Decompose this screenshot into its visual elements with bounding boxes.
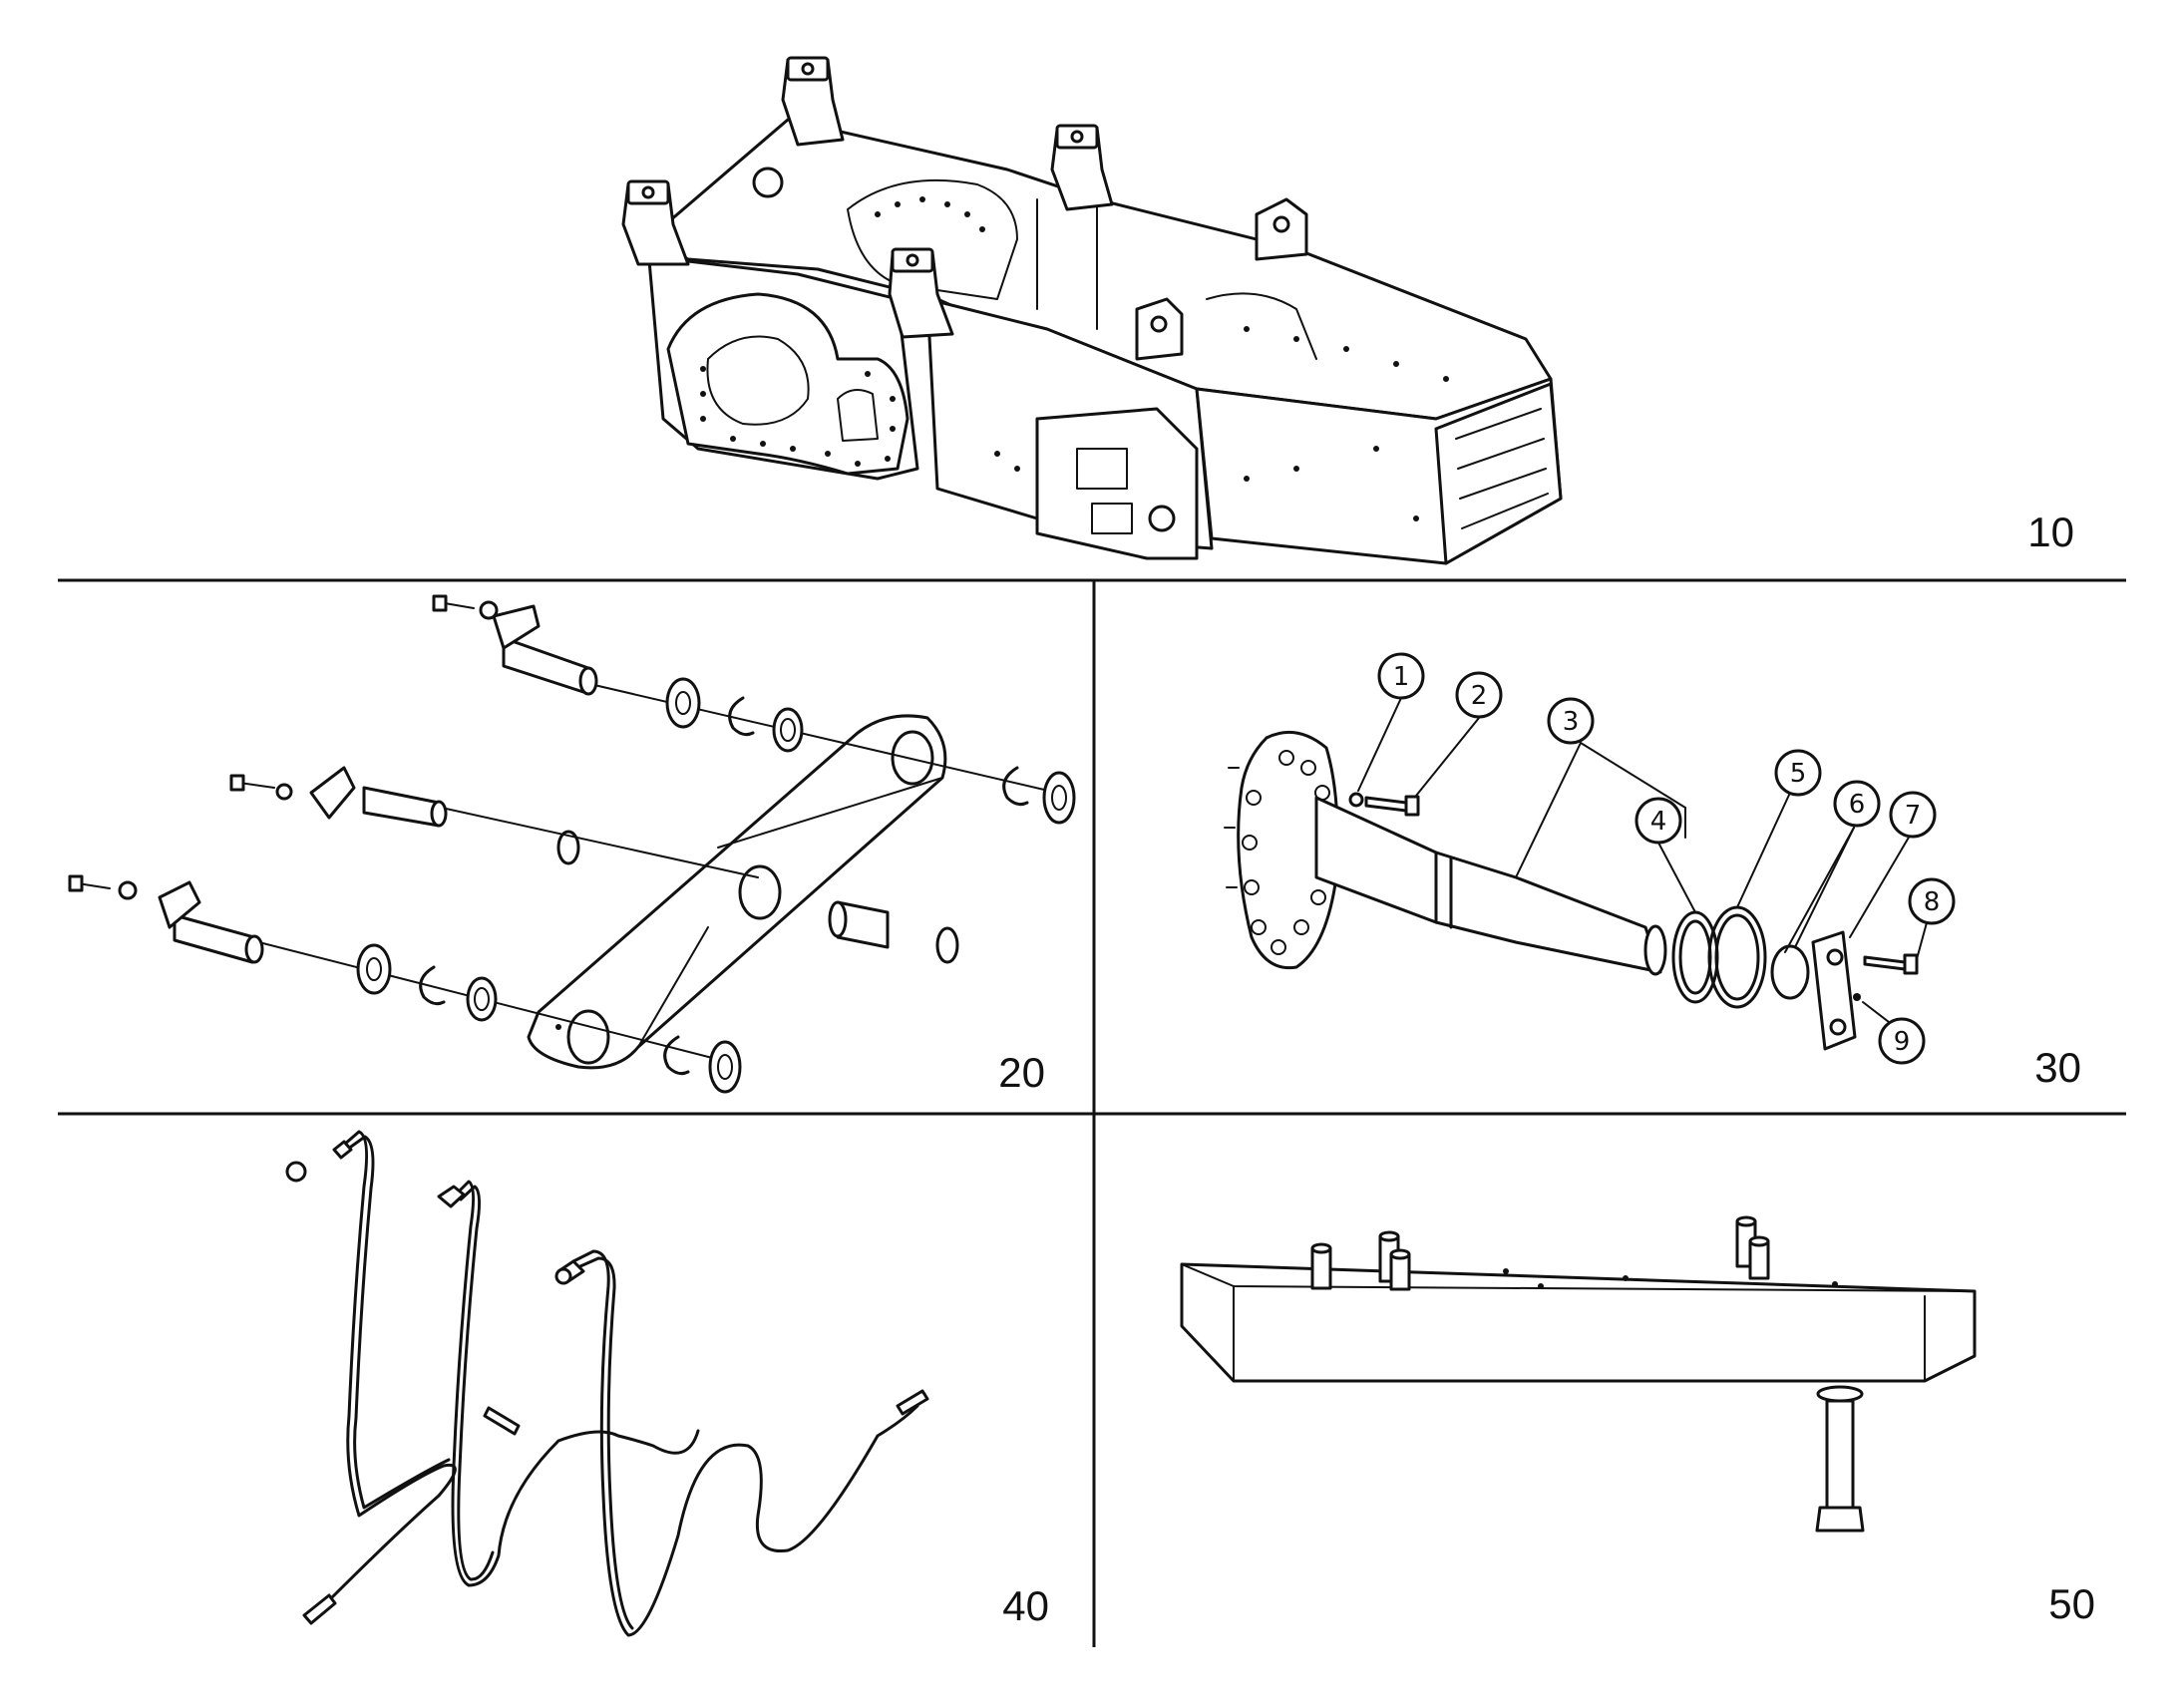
- panel-dividers: [58, 578, 2126, 1647]
- callout-7: 7: [1889, 791, 1937, 839]
- svg-text:1: 1: [1393, 662, 1410, 692]
- svg-text:6: 6: [1849, 790, 1866, 820]
- callout-2: 2: [1455, 671, 1503, 719]
- callout-9: 9: [1878, 1017, 1926, 1065]
- panel-10-label: 10: [2027, 509, 2074, 555]
- panel-30-hub-assembly: 1 2 3 4 5 6 7 8: [1224, 652, 2081, 1091]
- svg-text:2: 2: [1471, 681, 1488, 711]
- panel-20-label: 20: [998, 1049, 1045, 1096]
- panel-30-label: 30: [2034, 1044, 2081, 1091]
- callout-1: 1: [1377, 652, 1425, 700]
- panel-40-hose-assembly: 40: [285, 1130, 1049, 1637]
- callout-3: 3: [1547, 697, 1595, 745]
- callout-4: 4: [1635, 797, 1682, 845]
- callout-6: 6: [1833, 780, 1881, 828]
- svg-text:8: 8: [1924, 887, 1941, 917]
- panel-20-link-arm-assembly: 20: [68, 594, 1076, 1096]
- panel-50-label: 50: [2048, 1580, 2095, 1627]
- callout-5: 5: [1774, 749, 1822, 797]
- panel-10-frame-assembly: 10: [621, 56, 2074, 565]
- svg-text:9: 9: [1894, 1027, 1911, 1057]
- svg-text:7: 7: [1905, 801, 1922, 831]
- svg-text:3: 3: [1563, 707, 1580, 737]
- callout-8: 8: [1908, 877, 1956, 925]
- panel-40-label: 40: [1002, 1582, 1049, 1629]
- svg-text:4: 4: [1650, 807, 1667, 837]
- panel-50-counterweight: 50: [1180, 1215, 2095, 1627]
- svg-text:5: 5: [1790, 759, 1807, 789]
